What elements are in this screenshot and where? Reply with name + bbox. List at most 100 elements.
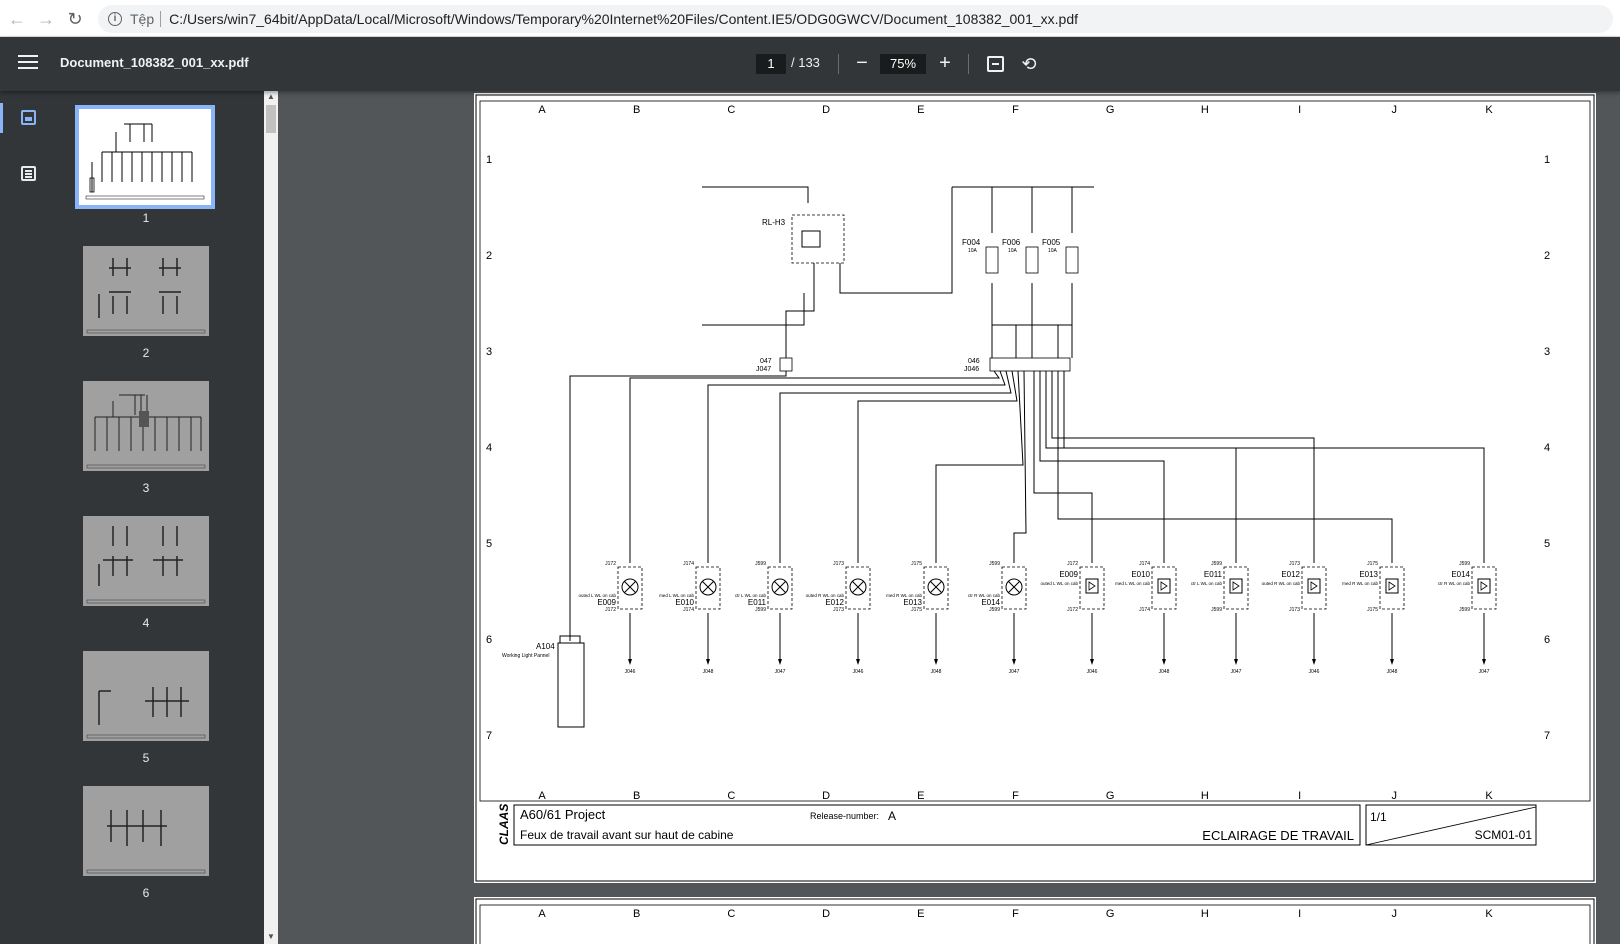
panel-description: Working Light Pannel <box>502 653 549 659</box>
column-label-bottom: E <box>917 790 924 802</box>
lamp-description: outed R WL on cab <box>806 593 845 598</box>
toolbar-divider <box>838 54 839 74</box>
sidebar-nav <box>0 91 56 944</box>
lamp-bottom-connector: J599 <box>755 607 766 613</box>
page-number-input[interactable]: 1 <box>756 54 786 74</box>
fuse-f005-rating: 10A <box>1048 248 1058 254</box>
row-label-right: 1 <box>1544 154 1550 166</box>
fuse-group <box>985 246 1079 274</box>
fuse-f005-label: F005 <box>1042 238 1061 247</box>
fit-page-icon[interactable] <box>987 56 1004 72</box>
column-label-bottom: I <box>1298 790 1301 802</box>
lamp-name: E014 <box>981 598 1000 607</box>
thumbnail-page-1[interactable] <box>75 105 215 209</box>
rotate-icon[interactable]: ⟲ <box>1021 54 1037 74</box>
column-label-top: I <box>1298 104 1301 116</box>
lamp-description: med L WL on cab <box>659 593 694 598</box>
lamp-ground-label: J046 <box>1087 669 1098 675</box>
column-label-page2: B <box>633 908 640 920</box>
zoom-out-button[interactable]: − <box>856 52 868 74</box>
description-text: Feux de travail avant sur haut de cabine <box>520 828 734 842</box>
wiring <box>557 186 1485 728</box>
lamp-ground-label: J047 <box>1231 669 1242 675</box>
forward-arrow-icon[interactable]: → <box>37 8 55 29</box>
sidebar: 1 2 3 4 <box>0 91 272 944</box>
lamp-top-connector: J175 <box>911 561 922 567</box>
lamp-description: outed L WL on cab <box>579 593 617 598</box>
thumbnails-icon[interactable] <box>21 110 36 125</box>
sheet-number: 1/1 <box>1370 810 1387 824</box>
lamp-name: E013 <box>1359 570 1378 579</box>
lamp-icon <box>621 578 639 596</box>
lamp-name: E011 <box>1204 570 1223 579</box>
column-label-bottom: G <box>1106 790 1115 802</box>
scroll-down-icon[interactable]: ▼ <box>267 932 275 941</box>
thumbnail-page-2[interactable] <box>83 246 209 336</box>
address-bar[interactable]: i Tệp C:/Users/win7_64bit/AppData/Local/… <box>98 5 1613 33</box>
outline-icon[interactable] <box>21 166 36 181</box>
active-indicator <box>0 103 3 133</box>
ground-arrow-icon <box>1162 659 1166 665</box>
column-label-page2: D <box>822 908 830 920</box>
column-label-top: E <box>917 104 924 116</box>
thumbnail-page-5[interactable] <box>83 651 209 741</box>
column-label-top: G <box>1106 104 1115 116</box>
thumbnail-page-3[interactable] <box>83 381 209 471</box>
sidebar-scrollbar[interactable]: ▲ ▼ <box>264 91 278 944</box>
lamp-top-connector: J599 <box>755 561 766 567</box>
relay-outline <box>791 214 845 264</box>
url-text[interactable]: C:/Users/win7_64bit/AppData/Local/Micros… <box>169 11 1079 27</box>
lamp-top-connector: J599 <box>1459 561 1470 567</box>
ground-arrow-icon <box>1482 659 1486 665</box>
menu-icon[interactable] <box>18 55 38 71</box>
led-lamp-icon <box>1385 578 1399 594</box>
relay-label: RL-H3 <box>762 218 786 227</box>
thumbnail-page-4[interactable] <box>83 516 209 606</box>
row-label-left: 3 <box>486 346 492 358</box>
column-label-top: C <box>727 104 735 116</box>
lamp-outline <box>1301 566 1327 610</box>
row-label-right: 6 <box>1544 634 1550 646</box>
zoom-input[interactable]: 75% <box>880 54 926 74</box>
lamp-top-connector: J599 <box>989 561 1000 567</box>
lamp-description: outed L WL on cab <box>1041 581 1079 586</box>
column-label-top: F <box>1012 104 1019 116</box>
led-symbol <box>1088 581 1096 591</box>
page-total: / 133 <box>791 55 820 70</box>
lamp-top-connector: J174 <box>1139 561 1150 567</box>
thumbnail-page-6[interactable] <box>83 786 209 876</box>
info-icon[interactable]: i <box>108 12 122 26</box>
scheme-label: Tệp <box>130 11 155 27</box>
fuse-f006-label: F006 <box>1002 238 1021 247</box>
lamp-ground-label: J047 <box>1479 669 1490 675</box>
row-label-right: 5 <box>1544 538 1550 550</box>
thumbnail-label: 6 <box>142 886 150 900</box>
lamp-bottom-connector: J599 <box>989 607 1000 613</box>
thumbnail-label: 2 <box>142 346 150 360</box>
document-title: Document_108382_001_xx.pdf <box>60 55 249 70</box>
lamp-ground-label: J046 <box>1309 669 1320 675</box>
scroll-up-icon[interactable]: ▲ <box>267 92 275 101</box>
lamp-name: E009 <box>1059 570 1078 579</box>
function-text: ECLAIRAGE DE TRAVAIL <box>1202 828 1354 843</box>
column-label-page2: H <box>1201 908 1209 920</box>
lamp-bottom-connector: J173 <box>833 607 844 613</box>
back-arrow-icon[interactable]: ← <box>8 8 26 29</box>
scrollbar-thumb[interactable] <box>266 105 276 133</box>
zoom-in-button[interactable]: + <box>939 52 951 74</box>
column-label-top: H <box>1201 104 1209 116</box>
lamp-outline <box>1379 566 1405 610</box>
thumbnail-label: 5 <box>142 751 150 765</box>
lamp-cross <box>852 581 864 593</box>
ground-arrow-icon <box>1090 659 1094 665</box>
reload-icon[interactable]: ↻ <box>67 8 83 29</box>
